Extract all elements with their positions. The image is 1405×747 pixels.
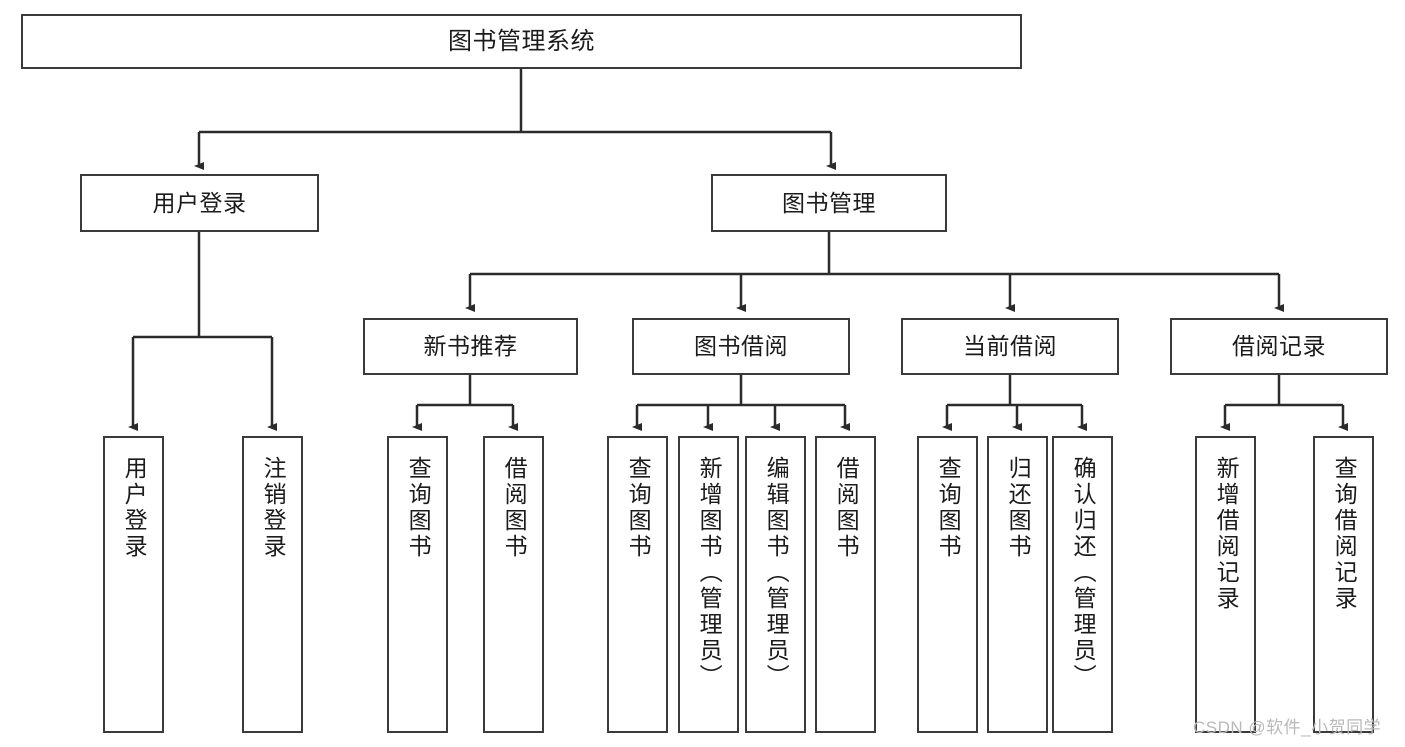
node-user-login-label: 用户登录: [152, 189, 247, 216]
leaf-logout[interactable]: 注销登录: [242, 436, 303, 733]
node-current-borrow[interactable]: 当前借阅: [901, 318, 1119, 375]
leaf-query-borrow-record[interactable]: 查询借阅记录: [1313, 436, 1374, 733]
leaf-confirm-return-admin-label: 确认归还（管理员）: [1070, 456, 1097, 690]
node-borrow-records[interactable]: 借阅记录: [1170, 318, 1388, 375]
leaf-query-book-recommend[interactable]: 查询图书: [387, 436, 448, 733]
node-borrow-records-label: 借阅记录: [1232, 333, 1326, 360]
node-book-management-label: 图书管理: [782, 189, 876, 216]
leaf-logout-label: 注销登录: [260, 456, 287, 560]
node-root-label: 图书管理系统: [448, 27, 595, 55]
leaf-borrow-book-recommend[interactable]: 借阅图书: [483, 436, 544, 733]
leaf-add-book-admin[interactable]: 新增图书（管理员）: [678, 436, 739, 733]
leaf-query-book-current[interactable]: 查询图书: [917, 436, 978, 733]
node-user-login[interactable]: 用户登录: [80, 174, 319, 232]
node-new-book-recommend-label: 新书推荐: [423, 333, 518, 360]
leaf-query-book-borrow[interactable]: 查询图书: [607, 436, 668, 733]
leaf-query-book-current-label: 查询图书: [935, 456, 962, 560]
leaf-return-book[interactable]: 归还图书: [987, 436, 1048, 733]
leaf-edit-book-admin[interactable]: 编辑图书（管理员）: [745, 436, 806, 733]
leaf-add-book-admin-label: 新增图书（管理员）: [696, 456, 723, 690]
leaf-confirm-return-admin[interactable]: 确认归还（管理员）: [1052, 436, 1113, 733]
node-book-management[interactable]: 图书管理: [711, 174, 947, 232]
node-new-book-recommend[interactable]: 新书推荐: [363, 318, 578, 375]
node-root[interactable]: 图书管理系统: [21, 14, 1022, 69]
leaf-borrow-book-label: 借阅图书: [833, 456, 860, 560]
leaf-edit-book-admin-label: 编辑图书（管理员）: [763, 456, 790, 690]
node-book-borrow[interactable]: 图书借阅: [632, 318, 850, 375]
leaf-borrow-book-recommend-label: 借阅图书: [501, 456, 528, 560]
node-current-borrow-label: 当前借阅: [963, 333, 1057, 360]
leaf-borrow-book[interactable]: 借阅图书: [815, 436, 876, 733]
leaf-add-borrow-record[interactable]: 新增借阅记录: [1195, 436, 1256, 733]
leaf-user-login[interactable]: 用户登录: [103, 436, 164, 733]
leaf-query-book-borrow-label: 查询图书: [625, 456, 652, 560]
leaf-user-login-label: 用户登录: [121, 456, 148, 560]
leaf-return-book-label: 归还图书: [1005, 456, 1032, 560]
leaf-query-borrow-record-label: 查询借阅记录: [1331, 456, 1358, 612]
leaf-add-borrow-record-label: 新增借阅记录: [1213, 456, 1240, 612]
leaf-query-book-recommend-label: 查询图书: [405, 456, 432, 560]
node-book-borrow-label: 图书借阅: [694, 333, 788, 360]
